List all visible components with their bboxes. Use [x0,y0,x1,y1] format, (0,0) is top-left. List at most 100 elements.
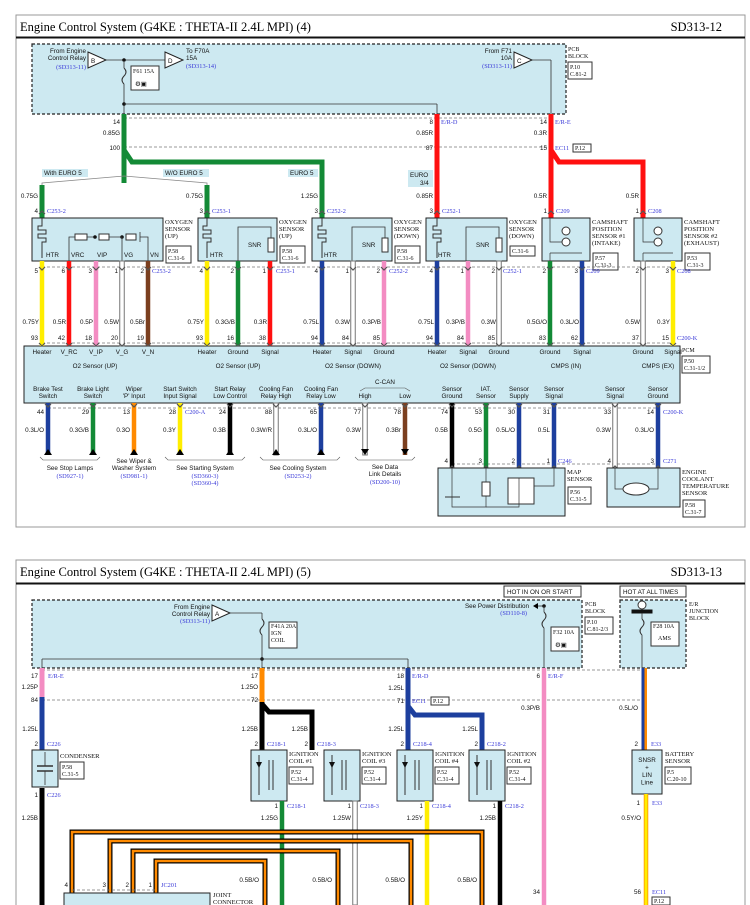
d2-joint-pins-2-text: 2 [125,882,129,889]
d1-lower_wires-12-spin-text: 1 [546,458,550,465]
d2-battery-body-2-text: LIN [642,772,652,779]
fuse-box [268,621,298,649]
d1-supply-4-pin-text: 1 [543,208,547,215]
d2-wires-w3-ref2-text: P.12 [433,699,443,705]
d1-upper_wires-0-ppin-text: 93 [31,335,39,342]
box [267,237,275,253]
d2-wires-w5-conn_c-text: EC11 [652,889,666,896]
d1-upper_wires-14-func-text: Ground [539,349,561,356]
output-d-triangle [164,51,185,69]
pressure-transducer-icon [507,477,535,505]
connector-chevron-icon [203,210,211,215]
d1-refs-4-lines-1-text: Link Details [369,471,402,478]
d2-coils-3-conn-text: C218-2 [505,803,524,810]
d1-lower_wires-13-func-0-text: Sensor [605,386,625,393]
d1-lower_wires-5-gauge-text: 0.3W/R [251,427,272,434]
connector-chevron-icon [266,342,274,347]
wire [486,478,520,508]
d1-supply-4-conn-text: C209 [556,208,570,215]
d2-wires-w5-gauge-text: 0.5L/O [619,705,638,712]
d1-upper_wires-3-func-text: V_G [116,349,129,356]
d2-wires-w1-gauge-text: 1.25P [22,684,38,691]
variant-label-bg [408,170,433,187]
d1-upper_wires-4-spin-text: 2 [140,268,144,275]
d1-pcm-ref-0-text: P.50 [684,359,694,365]
d1-pcb-ref-0-text: P.10 [570,65,580,71]
d2-wires-w2-pin-text: 17 [251,673,259,680]
d1-upper_wires-17-func-text: Signal [664,349,682,356]
ref-box [59,761,85,780]
d1-lower_wires-14-gauge-text: 0.3L/O [635,427,654,434]
d1-sensors-2-terms-0-text: HTR [324,252,337,259]
input-a-triangle [211,604,232,622]
d1-lower_wires-2-gauge-text: 0.3O [116,427,130,434]
d2-coils-1-name-1-text: COIL #3 [362,758,386,765]
d2-joint-gauge-text: 0.5B/O [385,877,405,884]
heater-coil-icon [432,218,442,258]
d1-upper_wires-11-ppin-text: 94 [426,335,434,342]
d1-upper_wires-11-spin-text: 4 [429,268,433,275]
d1-lower_wires-9-func-1-text: Ground [441,393,463,400]
d1-upper_wires-0-func-text: Heater [33,349,52,356]
d1-upper_wires-13-ppin-text: 85 [488,335,496,342]
d1-lower_wires-5-func-1-text: Relay High [261,393,292,400]
d1-sensors-4-name-1-text: POSITION [592,226,622,233]
d2-wires-w1-gauge4-text: 1.25B [22,815,38,822]
d1-upper_wires-12-func-text: Signal [459,349,477,356]
d1-sensors-4-name-0-text: CAMSHAFT [592,219,628,226]
connector-chevron-icon [118,342,126,347]
d1-lower_wires-8-gauge-text: 0.3Br [386,427,401,434]
wire [237,226,272,261]
d1-bus-gauge_rd-text: 0.85R [416,130,433,137]
d1-pcb-ref-1-text: C.81-2 [570,72,587,78]
d1-sensors-2-ref-0-text: P.58 [397,249,407,255]
ref-box [651,896,671,905]
ref-box [434,766,460,785]
d1-upper_wires-7-spin-text: 1 [262,268,266,275]
d1-lower_wires-11-gauge-text: 0.5L/O [496,427,515,434]
ref-box [509,245,536,257]
connector-chevron-icon [578,266,586,271]
d1-sensors-3-name-1-text: SENSOR [509,226,535,233]
d1-upper_wires-5-gauge-text: 0.75Y [188,319,205,326]
d1-pcm-ccan-text: C-CAN [375,379,395,386]
d1-lower_wires-6-func-1-text: Relay Low [306,393,336,400]
d2-coil_pins-top-text: 2 [304,741,308,748]
d1-supply-2-gauge-text: 1.25G [301,193,318,200]
d1-sensors-3-terms-0-text: HTR [438,252,451,259]
wire-0.5W [640,260,646,347]
connector-chevron-icon [547,210,555,215]
connector-chevron-icon [433,210,441,215]
d2-pcb-name-1-text: BLOCK [585,609,606,615]
d1-sensors-5-conn-text: C208 [677,268,691,275]
d1-upper_wires-9-gauge-text: 0.3W [335,319,350,326]
d1-sensors-4-name-2-text: SENSOR #1 [592,233,626,240]
d1-lower_wires-6-pin-text: 65 [310,409,318,416]
d1-sensors-5-ref-0-text: P.53 [687,256,697,262]
junction-dot [122,58,126,62]
d1-upper_wires-4-func-text: V_N [142,349,155,356]
d1-sensors-5-name-2-text: SENSOR #2 [684,233,718,240]
d2-coils-1-conn-text: C218-3 [360,803,379,810]
d1-upper_wires-12-ppin-text: 84 [457,335,465,342]
d1-sensors-5-name-0-text: CAMSHAFT [684,219,720,226]
connector-chevron-icon [669,266,677,271]
d1-map-name-0-text: MAP [567,469,582,476]
d2-coil_pins-bottom-text: 1 [347,803,351,810]
d2-joint-pins-0-text: 4 [64,882,68,889]
d1-pcb-out_d-lines-0-text: To F70A [186,48,210,55]
d1-lower_wires-11-func-0-text: Sensor [509,386,529,393]
ref-box [361,766,387,785]
d1-lower_wires-10-gauge-text: 0.5G [468,427,482,434]
d1-lower_wires-14-pin-text: 14 [647,409,655,416]
variant-label-bg [288,169,318,177]
d1-lower_wires-3-conn-text: C200-A [185,409,206,416]
d1-upper_wires-8-ppin-text: 94 [311,335,319,342]
d1-lower_wires-4-pin-text: 24 [219,409,227,416]
d1-sensors-2-ref-1-text: C.31-6 [397,256,414,262]
d2-coils-0-ref-0-text: P.52 [291,770,301,776]
d1-pcb-in_c-lines-0-text: From F71 [485,48,513,55]
wire-0.3W [496,260,502,347]
d1-upper_wires-14-spin-text: 2 [542,268,546,275]
fuse-box [650,621,680,647]
